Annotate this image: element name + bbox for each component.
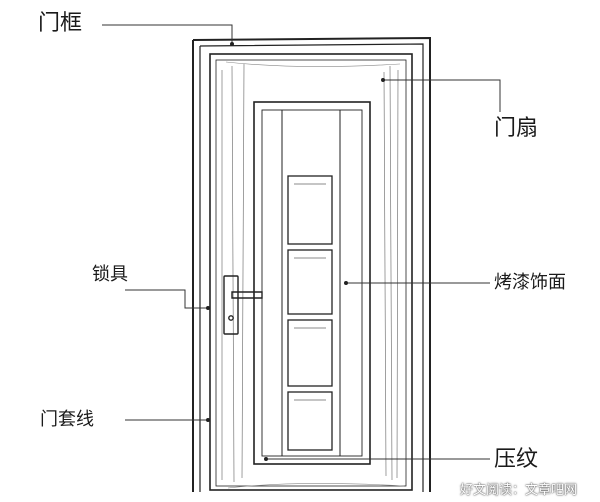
lock-label: 锁具 [92,264,128,285]
pressed-pattern-panes [287,175,333,451]
door-frame-label: 门框 [38,11,83,36]
lock-icon [223,275,263,335]
leader-lines [102,24,501,460]
casing-trim-label: 门套线 [40,409,94,430]
door-leaf-label: 门扇 [494,116,539,141]
pressed-pattern-label: 压纹 [494,447,539,472]
watermark: 好文阅读：文章吧网 [460,483,578,498]
door-leaf [209,53,413,491]
lacquer-panel-label: 烤漆饰面 [494,272,566,293]
door-frame-outline [192,36,431,492]
leader-dots [206,42,385,461]
